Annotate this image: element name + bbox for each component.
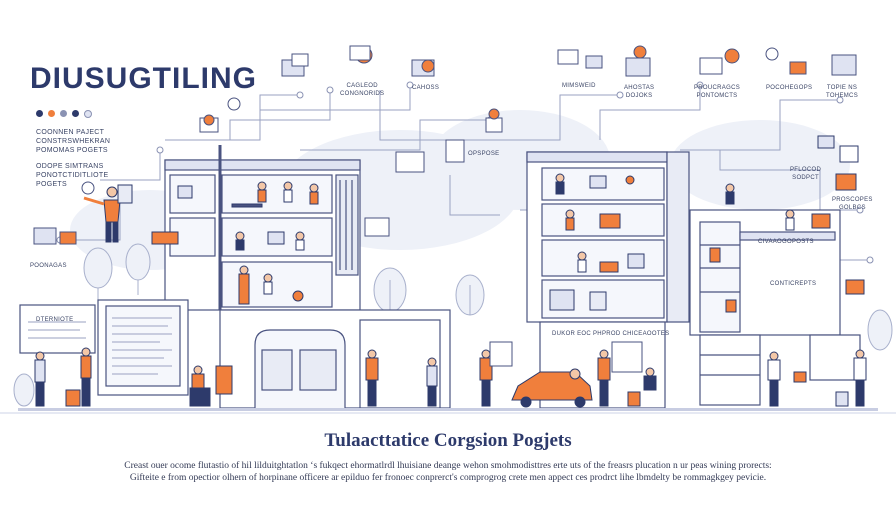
left-desk-devices <box>33 181 95 245</box>
dot <box>48 110 55 117</box>
top-icon-cluster <box>199 45 857 133</box>
left-caption: COONNEN PAJECT CONSTRSWHEKRAN POMOMAS PO… <box>36 129 111 154</box>
car-icon <box>511 368 593 408</box>
description: Creast ouer ocome flutastio of hil lildu… <box>0 460 896 484</box>
label-doc-center: DUKOR EOC PHPROD CHICEAOOTES <box>552 331 670 337</box>
label-right-2: PROSCOPES GOLBCS <box>832 197 873 211</box>
person-with-tablet <box>83 184 133 243</box>
label-top-5: PROUCRAGCS PONTOMCTS <box>694 85 741 99</box>
dot <box>36 110 43 117</box>
building-left <box>164 145 361 311</box>
label-right-1: PFLOCOD SODPCT <box>790 167 822 181</box>
building-mid-annex <box>219 309 451 409</box>
label-top-2: CAHOSS <box>412 85 440 91</box>
building-far-right <box>689 209 861 406</box>
label-mid-1: OPSPOSE <box>468 151 500 157</box>
footer-divider-light <box>0 412 896 414</box>
ground-people <box>34 347 867 407</box>
subtitle: Tulaacttatice Corgsion Pogjets <box>324 430 572 451</box>
label-doc-left: DTERNIOTE <box>36 317 74 323</box>
label-right-4: CONTICREPTS <box>770 281 817 287</box>
dot <box>72 110 79 117</box>
label-top-6: POCOHEGOPS <box>766 85 813 91</box>
dot <box>84 110 92 118</box>
building-right-workers <box>549 173 645 311</box>
page-title: DIUSUGTILING <box>30 62 257 95</box>
document-cards <box>364 139 643 373</box>
label-top-4: AHOSTAS DOJOKS <box>624 85 655 99</box>
building-far-right-workers <box>709 135 865 383</box>
document-panel-left <box>19 299 189 396</box>
label-top-1: CAGLEOD CONGNORIDS <box>340 83 385 97</box>
left-color-dots <box>36 110 92 118</box>
label-top-7: TOPIE NS TOHEMCS <box>826 85 858 99</box>
label-right-3: CIVAAOGOPOSTS <box>758 239 814 245</box>
label-left-bottom: POONAGAS <box>30 263 67 269</box>
description-line-1: Creast ouer ocome flutastio of hil lildu… <box>124 461 772 471</box>
description-line-2: Gifteite e from opectior olhern of horpi… <box>129 473 767 483</box>
building-left-workers <box>151 181 319 305</box>
left-caption-2: ODOPE SIMTRANS PONOTCTIDITLIOTE POGETS <box>36 163 109 188</box>
label-top-3: MIMSWEID <box>562 83 596 89</box>
illustration-scene <box>13 45 893 409</box>
dot <box>60 110 67 117</box>
footer-divider <box>18 408 878 411</box>
